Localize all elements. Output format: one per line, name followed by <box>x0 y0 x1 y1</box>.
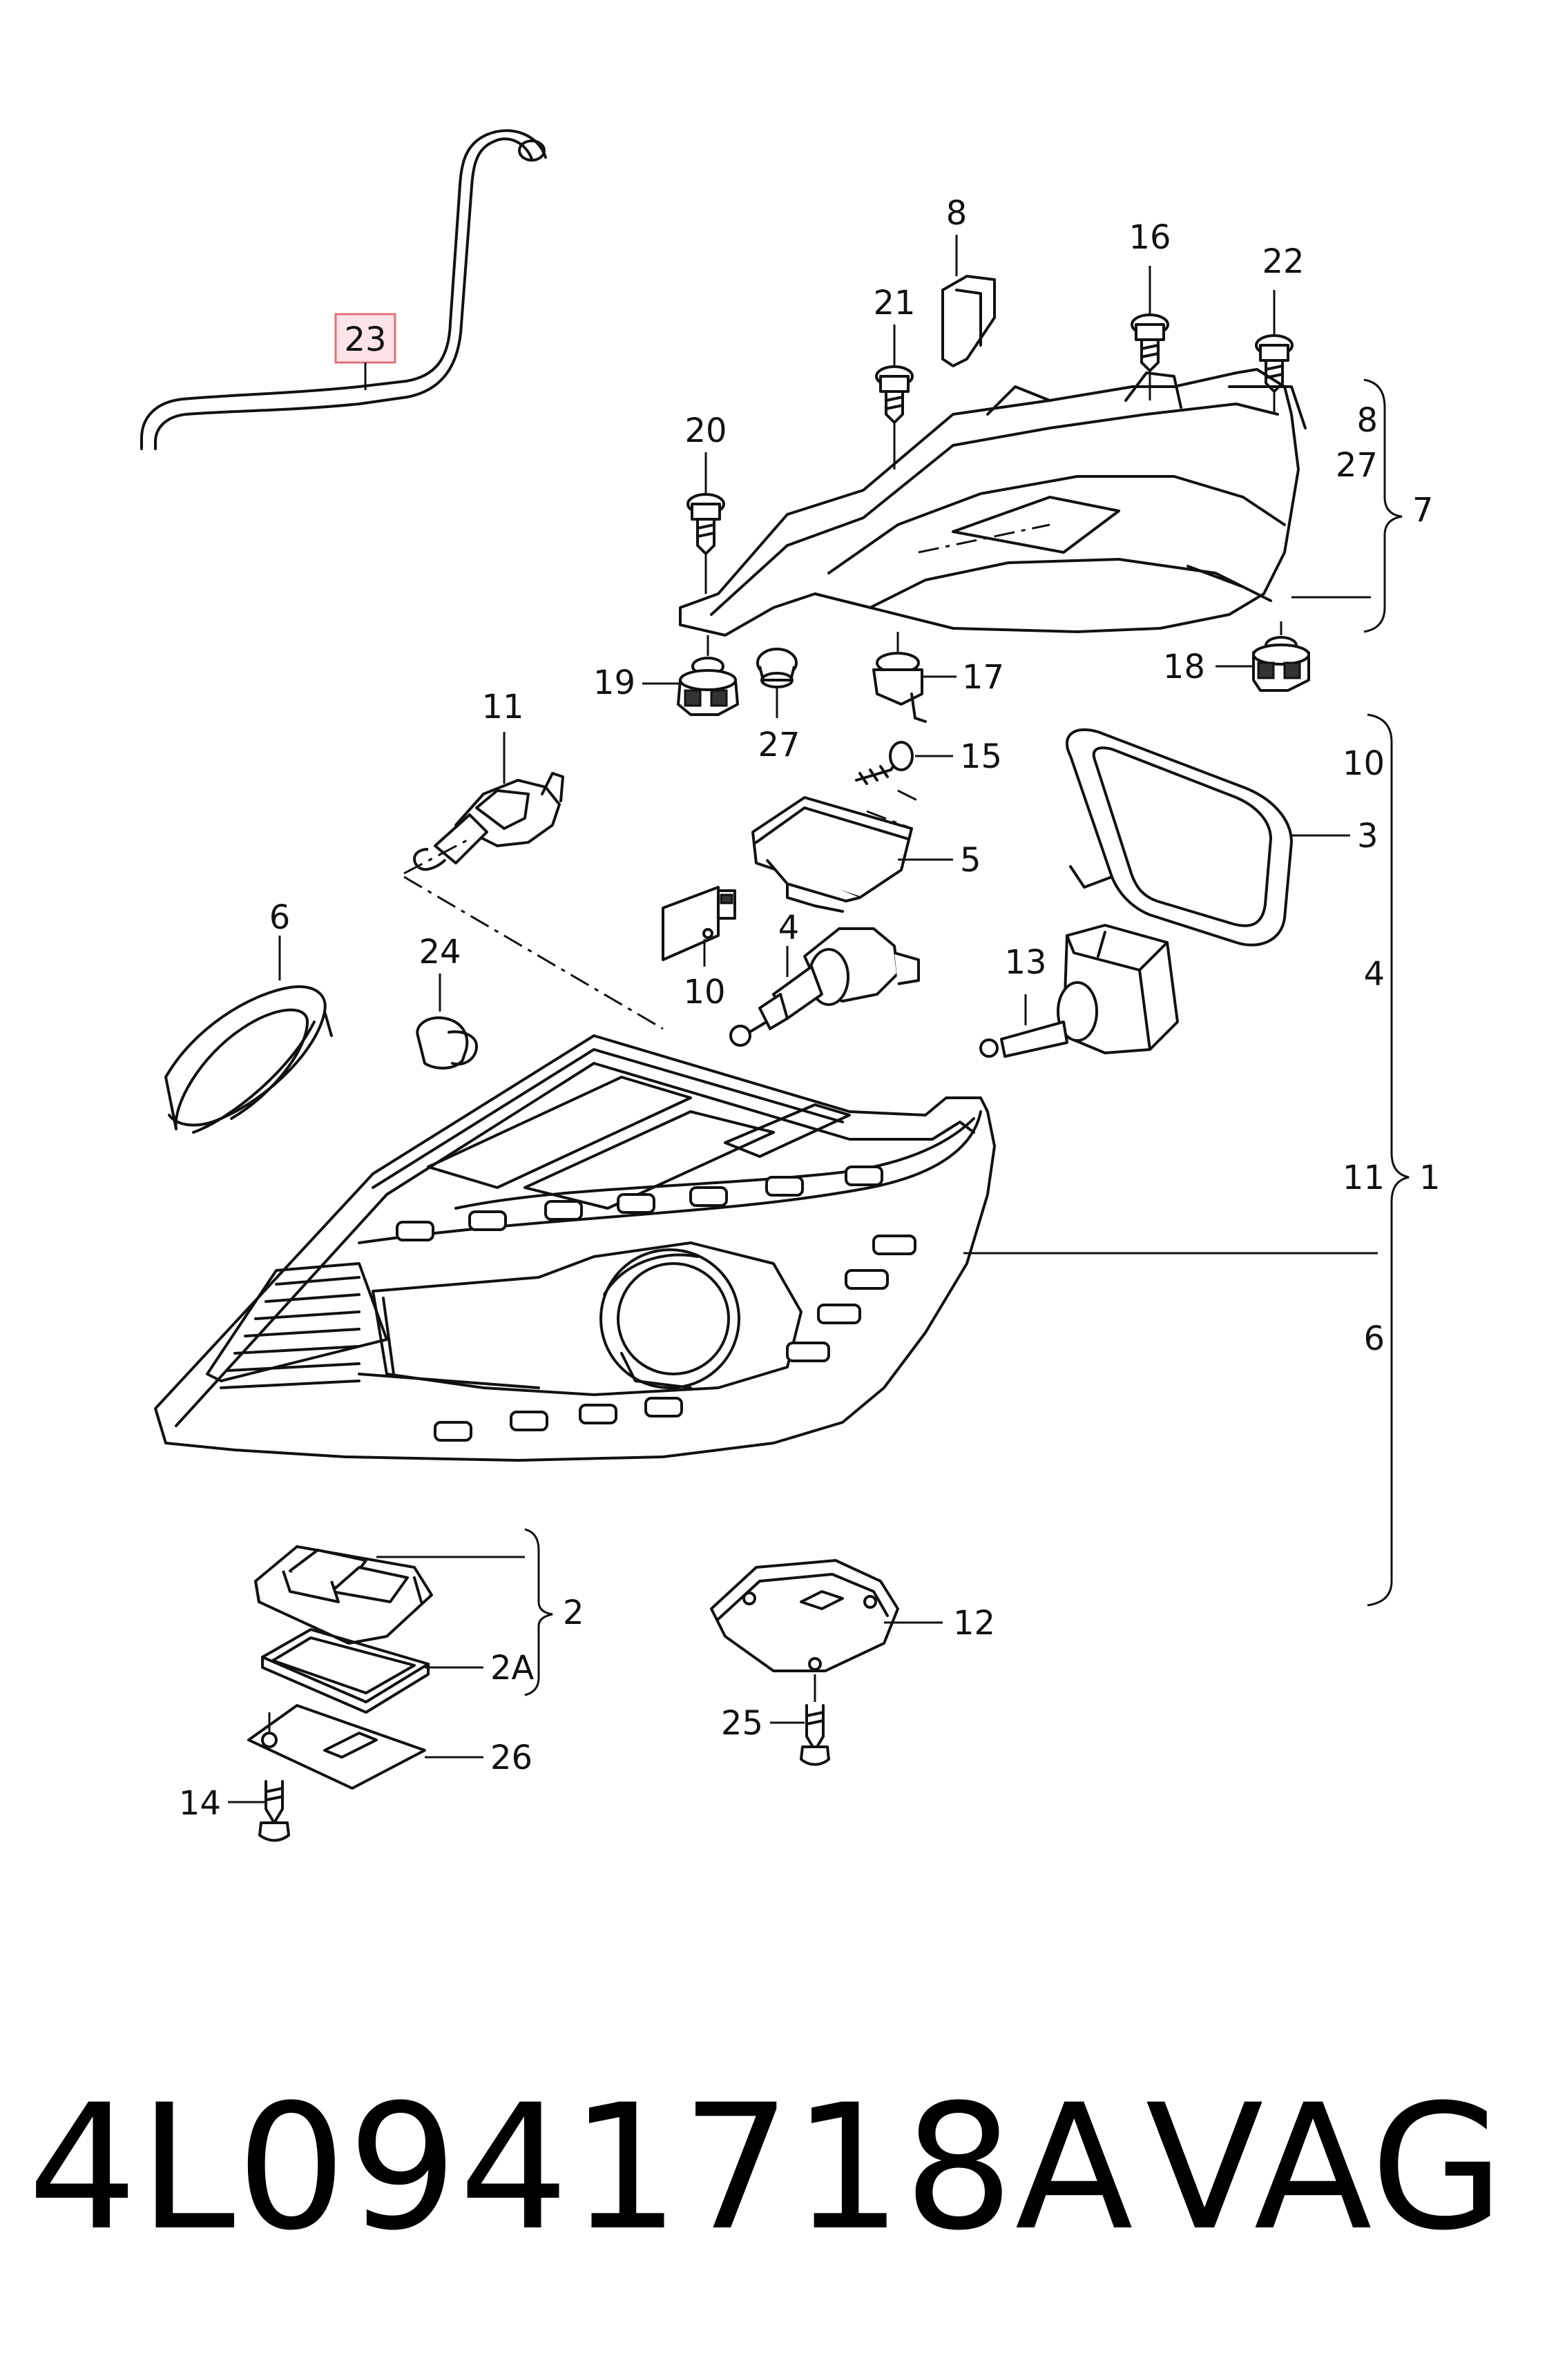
callout-4-brace: 4 <box>1363 955 1385 994</box>
part-13-xenon-bulb <box>979 924 1179 1058</box>
callout-12: 12 <box>953 1604 995 1643</box>
part-19-adjuster <box>677 657 739 716</box>
callout-13: 13 <box>1004 943 1046 982</box>
part-3-gasket <box>1066 728 1293 947</box>
brace-7 <box>1363 378 1403 633</box>
callout-6: 6 <box>269 898 291 937</box>
part-1-headlamp-housing <box>154 1034 996 1462</box>
part-2-ballast-cover <box>254 1545 433 1645</box>
part-11-bulb <box>413 772 564 871</box>
part-16-screw <box>1131 313 1169 372</box>
callout-4: 4 <box>778 909 800 947</box>
part-2a-gasket <box>261 1628 430 1714</box>
part-number: 4L0941718A <box>28 2067 1135 2268</box>
callout-2: 2 <box>563 1594 584 1632</box>
callout-27: 27 <box>758 726 800 764</box>
assembly-line-bulb-2 <box>403 875 664 1030</box>
callout-8-brace: 8 <box>1356 401 1378 440</box>
part-4-igniter <box>729 927 920 1047</box>
part-5-control-module <box>751 789 919 913</box>
callout-11-brace: 11 <box>1343 1159 1385 1197</box>
callout-16: 16 <box>1128 218 1171 257</box>
part-14-screw <box>258 1780 290 1842</box>
part-18-adjuster <box>1252 636 1310 692</box>
part-27-grommet <box>756 648 798 688</box>
part-12-cover-plate <box>710 1559 899 1672</box>
callout-23: 23 <box>344 320 386 359</box>
callout-24: 24 <box>419 933 461 971</box>
part-21-screw <box>875 365 914 424</box>
part-22-screw <box>1255 334 1294 393</box>
callout-7: 7 <box>1412 491 1434 530</box>
part-8-clip <box>941 275 996 367</box>
brace-2 <box>524 1528 553 1696</box>
part-26-plate <box>247 1704 426 1790</box>
caption: 4L0941718A VAG <box>28 2064 1533 2272</box>
callout-3: 3 <box>1357 817 1378 855</box>
callout-22: 22 <box>1262 242 1304 281</box>
callout-2a: 2A <box>490 1649 535 1687</box>
callout-20: 20 <box>684 412 727 450</box>
callout-15: 15 <box>960 737 1002 776</box>
callout-26: 26 <box>490 1739 532 1777</box>
part-15-screw <box>855 741 914 785</box>
part-6-ring <box>164 985 333 1134</box>
callout-14: 14 <box>179 1784 221 1823</box>
callout-18: 18 <box>1163 648 1205 686</box>
callout-10: 10 <box>683 973 725 1012</box>
callout-6-brace: 6 <box>1363 1319 1385 1358</box>
part-23-hose <box>140 129 547 450</box>
part-25-screw <box>800 1704 830 1766</box>
callout-1: 1 <box>1419 1159 1441 1197</box>
callout-11: 11 <box>481 688 523 726</box>
callout-10-brace: 10 <box>1343 744 1385 783</box>
callout-25: 25 <box>721 1704 763 1743</box>
callout-5: 5 <box>960 841 981 880</box>
callout-8: 8 <box>946 194 968 233</box>
brace-1 <box>1367 713 1410 1607</box>
part-20-screw <box>686 493 725 555</box>
callout-17: 17 <box>962 658 1004 697</box>
part-7-bracket <box>679 368 1307 637</box>
callout-21: 21 <box>873 284 915 322</box>
brand-name: VAG <box>1145 2067 1506 2268</box>
callout-19: 19 <box>593 664 635 702</box>
callout-27-brace: 27 <box>1336 446 1378 485</box>
assembly-line-bulb <box>403 838 470 875</box>
part-17-adjuster <box>872 652 927 723</box>
part-24-plug <box>416 1016 478 1070</box>
part-10-circuit-board <box>662 886 736 961</box>
